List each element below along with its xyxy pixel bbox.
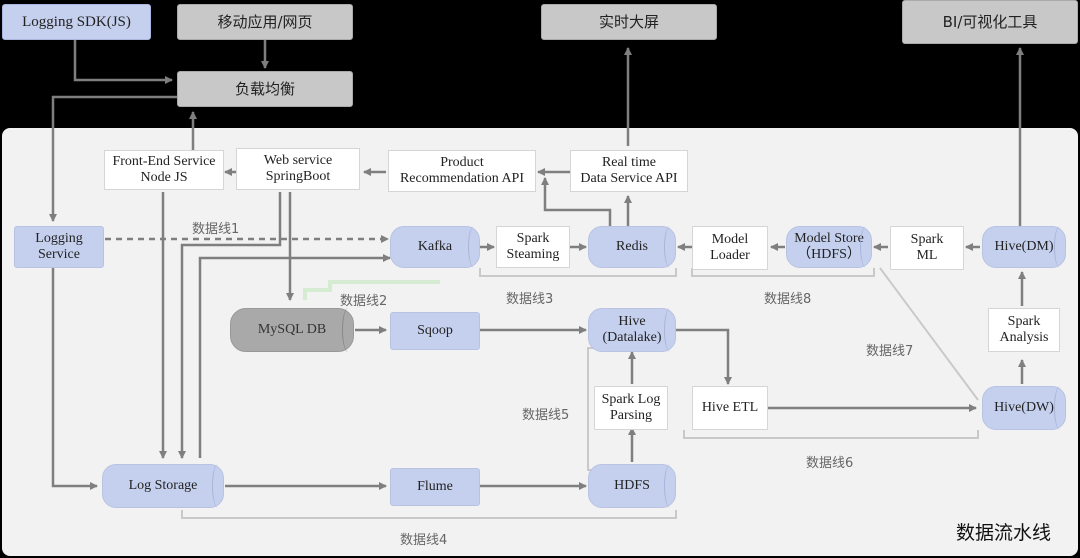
line7-bracket — [879, 267, 979, 401]
web-service-box: Web service SpringBoot — [236, 148, 360, 190]
line4-label: 数据线4 — [400, 533, 448, 548]
redis-to-product-arrow — [541, 177, 612, 226]
bi-tools-box: BI/可视化工具 — [902, 0, 1078, 44]
product-recommendation-api-box: Product Recommendation API — [388, 150, 536, 192]
line6-bracket — [683, 430, 979, 439]
realtime-screen-box: 实时大屏 — [541, 4, 717, 40]
lb-to-logging-arrow — [49, 95, 180, 222]
logging-sdk-box: Logging SDK(JS) — [2, 4, 151, 40]
mysql-db-node: MySQL DB — [230, 308, 354, 352]
hdfs-node: HDFS — [588, 464, 676, 508]
webservice-to-logstorage-arrow — [178, 192, 282, 459]
line7-label: 数据线7 — [866, 344, 914, 359]
line5-label: 数据线5 — [522, 408, 570, 423]
redis-node: Redis — [588, 226, 676, 268]
datalake-to-hiveetl-arrow — [676, 328, 732, 385]
model-loader-box: Model Loader — [692, 226, 768, 270]
logging-service-box: Logging Service — [14, 226, 104, 268]
spark-log-parsing-box: Spark Log Parsing — [594, 386, 668, 430]
model-store-node: Model Store （HDFS） — [786, 226, 872, 268]
sdk-to-lb-arrow — [73, 40, 173, 84]
line1-label: 数据线1 — [192, 222, 240, 237]
logstorage-to-kafka-arrow — [198, 254, 391, 458]
spark-analysis-box: Spark Analysis — [988, 308, 1060, 352]
line3-bracket — [479, 268, 677, 277]
load-balancer-box: 负载均衡 — [177, 71, 353, 107]
logging-to-logstorage-arrow — [51, 268, 98, 490]
spark-ml-box: Spark ML — [890, 226, 964, 270]
hive-datalake-node: Hive (Datalake) — [588, 308, 676, 352]
hive-etl-box: Hive ETL — [692, 386, 768, 430]
line8-bracket — [691, 268, 875, 277]
mobile-web-box: 移动应用/网页 — [177, 4, 353, 40]
pipeline-title: 数据流水线 — [956, 522, 1052, 544]
flume-box: Flume — [390, 468, 480, 506]
line8-label: 数据线8 — [764, 292, 812, 307]
hive-dw-node: Hive(DW) — [982, 386, 1066, 430]
realtime-data-api-box: Real time Data Service API — [570, 150, 688, 192]
spark-steaming-box: Spark Steaming — [496, 226, 570, 268]
log-storage-node: Log Storage — [102, 464, 224, 508]
line3-label: 数据线3 — [506, 292, 554, 307]
sqoop-box: Sqoop — [390, 312, 480, 350]
line2-label: 数据线2 — [340, 294, 388, 309]
line4-bracket — [181, 510, 677, 519]
hive-dm-node: Hive(DM) — [982, 226, 1066, 268]
kafka-node: Kafka — [390, 226, 480, 268]
line6-label: 数据线6 — [806, 456, 854, 471]
frontend-service-box: Front-End Service Node JS — [104, 150, 224, 190]
